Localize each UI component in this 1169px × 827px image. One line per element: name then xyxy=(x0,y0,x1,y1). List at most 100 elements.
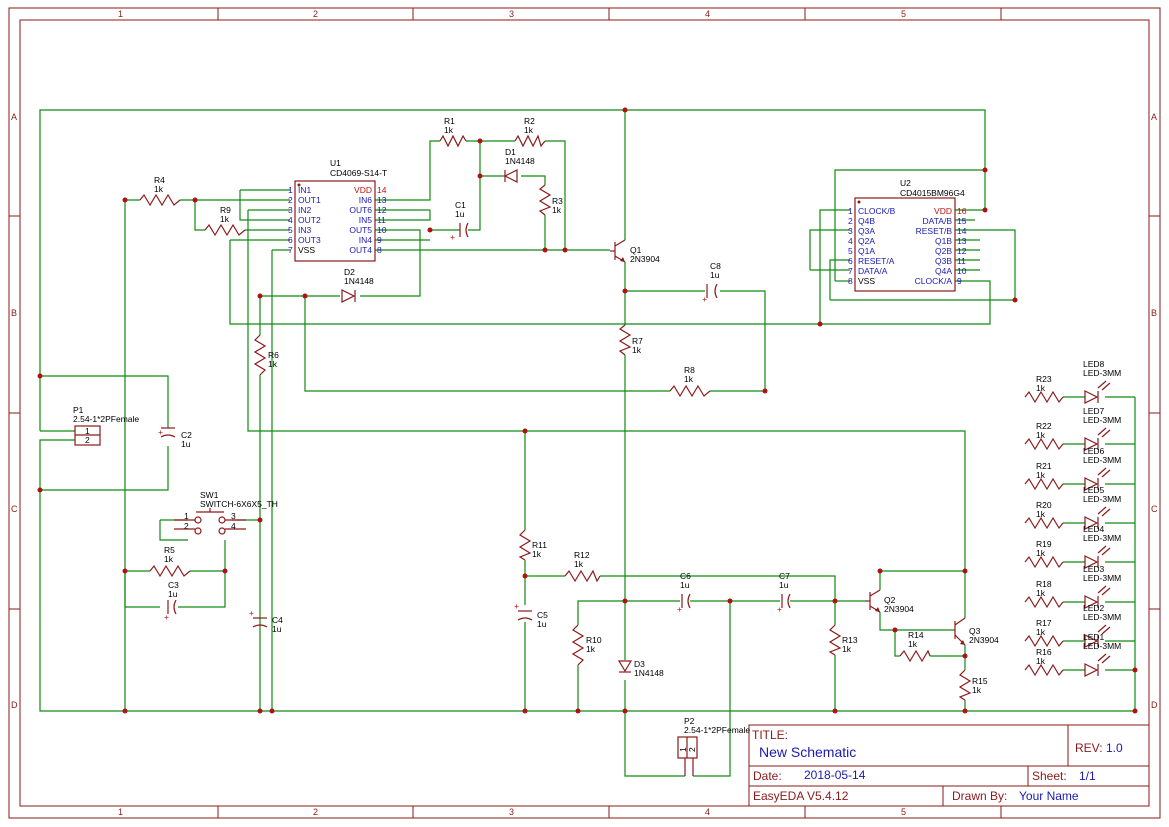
sw1-ref: SW1 xyxy=(200,490,219,500)
ic-pin-number: 16 xyxy=(957,206,967,216)
ic-pin-name: Q2A xyxy=(858,236,875,246)
d3-diode: D3 1N4148 xyxy=(617,659,664,678)
led-diode xyxy=(1084,634,1099,648)
svg-text:+: + xyxy=(514,601,519,611)
ic-pin-name: OUT3 xyxy=(298,235,321,245)
frame-labels: 1 2 3 4 5 1 2 3 4 5 A B C D A B C D xyxy=(11,9,1158,817)
led-resistor xyxy=(1024,555,1064,569)
p1-pin: 1 xyxy=(85,426,90,436)
ic-pin-name: Q1B xyxy=(935,236,952,246)
col-label: 2 xyxy=(313,9,318,19)
ic-pin-number: 9 xyxy=(377,235,382,245)
p1-ref: P1 xyxy=(73,405,84,415)
ic-pin-number: 12 xyxy=(957,246,967,256)
c3-ref: C3 xyxy=(168,580,179,590)
led-resistor xyxy=(1024,634,1064,648)
led-resistor-value: 1k xyxy=(1036,470,1046,480)
led-resistor-ref: R21 xyxy=(1036,461,1052,471)
led-light-ray xyxy=(1101,587,1111,596)
ic-pin-name: IN5 xyxy=(359,215,373,225)
led-resistor xyxy=(1024,437,1064,451)
led-resistor-ref: R20 xyxy=(1036,500,1052,510)
r12-value: 1k xyxy=(574,559,584,569)
led-ref: LED1 xyxy=(1083,632,1105,642)
sw1-pin: 1 xyxy=(184,511,189,521)
led-value: LED-3MM xyxy=(1083,641,1121,651)
rev-value: 1.0 xyxy=(1106,741,1123,755)
led-resistor-value: 1k xyxy=(1036,383,1046,393)
ic-pin-number: 3 xyxy=(848,226,853,236)
r1-ref: R1 xyxy=(444,116,455,126)
ic-pin-name: Q1A xyxy=(858,246,875,256)
led-diode xyxy=(1084,516,1099,530)
led-resistor-ref: R17 xyxy=(1036,618,1052,628)
led-light-ray xyxy=(1097,506,1107,515)
p1-connector: 1 2 P1 2.54-1*2PFemale xyxy=(73,405,139,446)
r11-value: 1k xyxy=(532,549,542,559)
ic-pin-number: 3 xyxy=(288,205,293,215)
col-label: 4 xyxy=(705,9,710,19)
svg-text:+: + xyxy=(702,294,707,304)
led-light-ray xyxy=(1101,626,1111,635)
q1-transistor: Q1 2N3904 xyxy=(610,239,660,264)
led-ref: LED8 xyxy=(1083,359,1105,369)
ic-pin-number: 1 xyxy=(848,206,853,216)
c6-capacitor: + C6 1u xyxy=(677,571,691,614)
led-resistor-value: 1k xyxy=(1036,656,1046,666)
q3-value: 2N3904 xyxy=(969,635,999,645)
led-ref: LED3 xyxy=(1083,564,1105,574)
led-light-ray xyxy=(1101,547,1111,556)
led-resistor-ref: R16 xyxy=(1036,647,1052,657)
c3-capacitor: + C3 1u xyxy=(164,580,179,622)
title-value: New Schematic xyxy=(759,744,856,760)
ic-pin-name: DATA/B xyxy=(923,216,953,226)
col-label: 4 xyxy=(705,807,710,817)
ic-pin-number: 8 xyxy=(377,245,382,255)
ic-pin-number: 13 xyxy=(377,195,387,205)
r10-resistor: R10 1k xyxy=(571,624,602,666)
ic-pin-name: Q3B xyxy=(935,256,952,266)
q3-transistor: Q3 2N3904 xyxy=(954,617,999,646)
led-light-ray xyxy=(1097,585,1107,594)
r11-resistor: R11 1k xyxy=(518,529,547,561)
ic-pin-name: RESET/B xyxy=(916,226,953,236)
led-light-ray xyxy=(1097,427,1107,436)
svg-text:+: + xyxy=(777,604,782,614)
d2-value: 1N4148 xyxy=(344,276,374,286)
wires xyxy=(39,109,1136,777)
led-resistor-ref: R22 xyxy=(1036,421,1052,431)
led-resistor xyxy=(1024,390,1064,404)
u2-ref: U2 xyxy=(900,178,911,188)
led-resistor-ref: R23 xyxy=(1036,374,1052,384)
d1-value: 1N4148 xyxy=(505,156,535,166)
led-diode xyxy=(1084,390,1099,404)
svg-text:+: + xyxy=(164,612,169,622)
led-resistor xyxy=(1024,477,1064,491)
r13-ref: R13 xyxy=(842,635,858,645)
ic-pin-number: 1 xyxy=(288,185,293,195)
ic-pin-number: 9 xyxy=(957,276,962,286)
ic-pin-number: 7 xyxy=(288,245,293,255)
r15-value: 1k xyxy=(972,685,982,695)
c2-value: 1u xyxy=(181,439,191,449)
r2-resistor: R2 1k xyxy=(514,116,546,148)
c7-capacitor: + C7 1u xyxy=(777,571,791,614)
col-label: 2 xyxy=(313,807,318,817)
ic-pin-number: 8 xyxy=(848,276,853,286)
q1-value: 2N3904 xyxy=(630,254,660,264)
c4-ref: C4 xyxy=(272,615,283,625)
c7-ref: C7 xyxy=(779,571,790,581)
ic-pin-number: 2 xyxy=(288,195,293,205)
ic-pin-name: OUT4 xyxy=(349,245,372,255)
date-value: 2018-05-14 xyxy=(804,768,866,782)
led-value: LED-3MM xyxy=(1083,494,1121,504)
ic-pin-number: 10 xyxy=(377,225,387,235)
r5-ref: R5 xyxy=(164,545,175,555)
ic-pin-name: RESET/A xyxy=(858,256,895,266)
col-label: 1 xyxy=(118,9,123,19)
r5-value: 1k xyxy=(164,554,174,564)
ic-pin-name: IN4 xyxy=(359,235,373,245)
